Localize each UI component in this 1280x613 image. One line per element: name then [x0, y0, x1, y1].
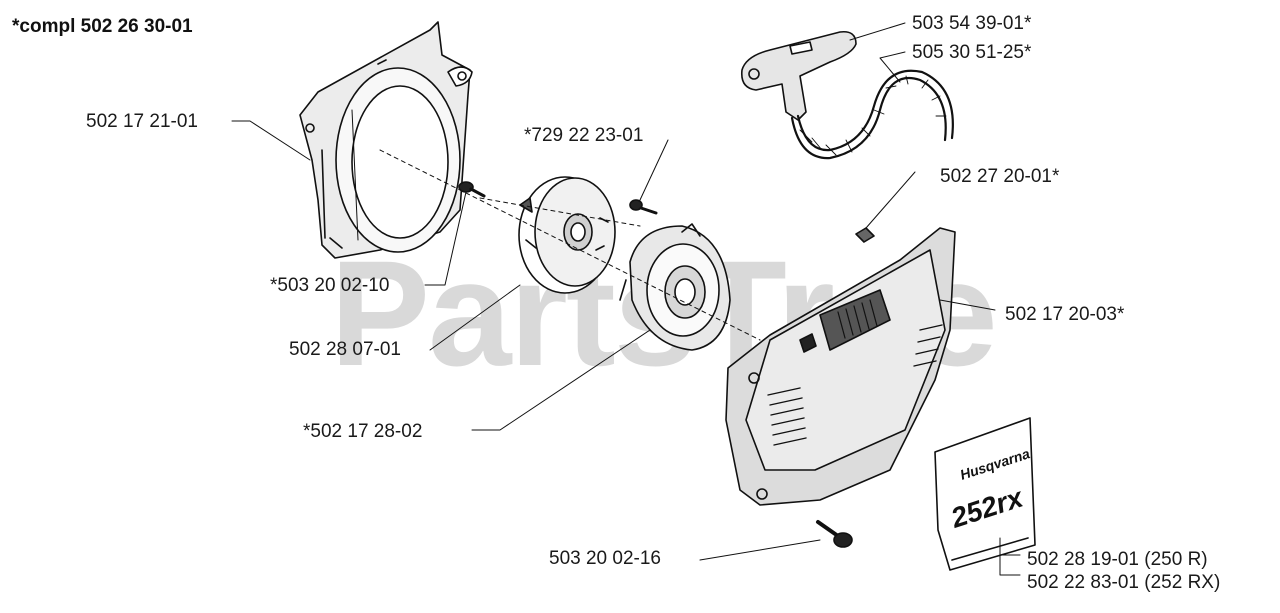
part-label-decal-250r[interactable]: 502 28 19-01 (250 R) [1027, 549, 1208, 570]
assembly-label: *compl 502 26 30-01 [12, 16, 193, 37]
part-label-screw-mid[interactable]: *729 22 23-01 [524, 125, 644, 146]
screw-mid-drawing [629, 199, 658, 215]
alignment-lines [379, 149, 761, 341]
part-label-cover-screw[interactable]: 503 20 02-16 [549, 548, 661, 569]
nut-drawing [855, 227, 875, 243]
part-label-decal-252rx[interactable]: 502 22 83-01 (252 RX) [1027, 572, 1221, 593]
part-label-pulley[interactable]: 502 28 07-01 [289, 339, 401, 360]
part-label-handle[interactable]: 503 54 39-01* [912, 13, 1032, 34]
part-label-cord[interactable]: 505 30 51-25* [912, 42, 1032, 63]
screw-small-drawing [458, 181, 486, 198]
part-label-screw-small[interactable]: *503 20 02-10 [270, 275, 390, 296]
decal-drawing [934, 417, 1036, 571]
part-label-starter-cover[interactable]: 502 17 20-03* [1005, 304, 1125, 325]
leader-lines [231, 22, 1021, 576]
recoil-housing-drawing [619, 223, 731, 351]
part-label-fan-housing[interactable]: 502 17 21-01 [86, 111, 198, 132]
part-label-nut[interactable]: 502 27 20-01* [940, 166, 1060, 187]
cord-weave-drawing [799, 75, 947, 156]
cover-screw-drawing [816, 520, 853, 548]
handle-drawing [740, 30, 857, 121]
cord-drawing [790, 69, 954, 160]
part-label-recoil-housing[interactable]: *502 17 28-02 [303, 421, 423, 442]
pulley-drawing [518, 176, 616, 294]
fan-housing-drawing [299, 21, 473, 259]
starter-cover-drawing [725, 227, 956, 506]
